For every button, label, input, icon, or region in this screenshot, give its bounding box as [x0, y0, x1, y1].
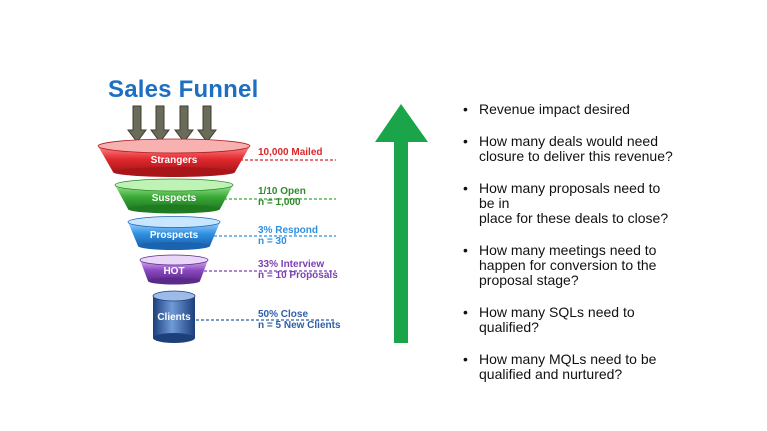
annotation-prospects-line1: 3% Respond	[258, 225, 319, 236]
funnel-stage-hot	[139, 254, 209, 285]
question-line: How many MQLs need to be	[479, 351, 657, 367]
funnel-stage-prospects	[127, 216, 221, 250]
stage-label-strangers: Strangers	[151, 155, 198, 166]
annotation-strangers: 10,000 Mailed	[258, 147, 322, 158]
list-item: How many proposals need to be in place f…	[461, 181, 721, 226]
stage-label-clients: Clients	[157, 312, 191, 323]
annotation-suspects-line1: 1/10 Open	[258, 186, 306, 197]
funnel-stage-suspects	[114, 178, 234, 214]
annotation-suspects-line2: n = 1,000	[258, 197, 301, 208]
annotation-hot-line2: n = 10 Proposals	[258, 270, 338, 281]
question-line: How many meetings need to	[479, 242, 657, 258]
question-line: proposal stage?	[479, 272, 579, 288]
funnel-stage-strangers	[97, 138, 251, 177]
question-line: qualified and nurtured?	[479, 366, 623, 382]
question-list: Revenue impact desired How many deals wo…	[461, 102, 721, 399]
annotation-hot-line1: 33% Interview	[258, 259, 325, 270]
question-line: be in	[479, 195, 510, 211]
annotation-hot: 33% Interview n = 10 Proposals	[258, 259, 338, 281]
annotation-lines	[196, 159, 336, 321]
annotation-prospects-line2: n = 30	[258, 236, 287, 247]
annotation-clients-line1: 50% Close	[258, 309, 309, 320]
question-line: How many deals would need	[479, 133, 658, 149]
question-line: closure to deliver this revenue?	[479, 148, 673, 164]
down-arrow-icon	[127, 105, 147, 143]
question-line: How many proposals need to	[479, 180, 661, 196]
list-item: How many deals would need closure to del…	[461, 134, 721, 164]
list-item: How many meetings need to happen for con…	[461, 243, 721, 288]
annotation-prospects: 3% Respond n = 30	[258, 225, 318, 247]
down-arrow-icon	[197, 105, 217, 143]
annotation-clients: 50% Close n = 5 New Clients	[258, 309, 341, 331]
annotation-clients-line2: n = 5 New Clients	[258, 320, 341, 331]
down-arrow-icon	[150, 105, 170, 143]
stage-label-suspects: Suspects	[152, 193, 197, 204]
question-line: qualified?	[479, 319, 539, 335]
down-arrow-icon	[174, 105, 194, 143]
list-item: How many SQLs need to qualified?	[461, 305, 721, 335]
funnel-title: Sales Funnel	[108, 76, 259, 103]
question-line: Revenue impact desired	[479, 101, 630, 117]
list-item: Revenue impact desired	[461, 101, 721, 118]
growth-arrow	[375, 104, 428, 343]
annotation-strangers-line1: 10,000 Mailed	[258, 147, 323, 158]
input-arrows	[127, 105, 217, 143]
annotation-suspects: 1/10 Open n = 1,000	[258, 186, 306, 208]
question-line: How many SQLs need to	[479, 304, 635, 320]
question-line: place for these deals to close?	[479, 210, 669, 226]
stage-label-prospects: Prospects	[150, 230, 199, 241]
stage-label-hot: HOT	[163, 266, 184, 277]
funnel-stage-clients	[152, 290, 196, 343]
list-item: How many MQLs need to be qualified and n…	[461, 352, 721, 382]
question-line: happen for conversion to the	[479, 257, 657, 273]
